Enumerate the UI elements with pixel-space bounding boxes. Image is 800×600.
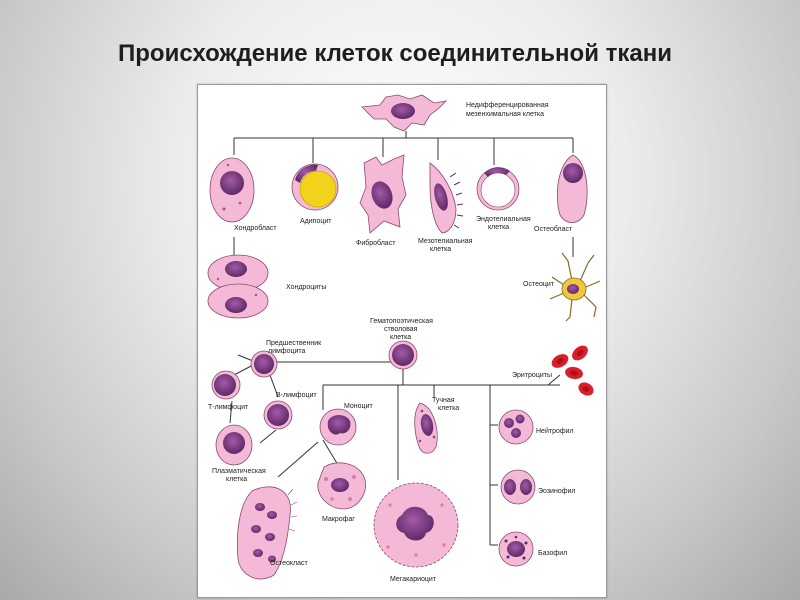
label-hematopoietic-2: стволовая — [384, 326, 418, 333]
adipocyte-cell — [291, 163, 339, 211]
osteoclast-cell — [236, 486, 298, 580]
connector-lines — [229, 131, 574, 546]
label-plasma-cell-2: клетка — [226, 476, 247, 483]
label-mesenchymal-2: мезенхимальная клетка — [466, 111, 544, 118]
label-macrophage: Макрофаг — [322, 516, 355, 523]
label-fibroblast: Фибробласт — [356, 239, 396, 247]
mast-cell — [414, 402, 438, 454]
label-eosinophil: Эозинофил — [538, 488, 575, 495]
osteocyte-cell — [549, 252, 601, 322]
label-osteoclast: Остеокласт — [270, 560, 308, 567]
megakaryocyte-cell — [373, 482, 459, 568]
eosinophil-cell — [500, 469, 536, 505]
chondrocytes-cell — [207, 254, 269, 319]
label-osteocyte: Остеоцит — [523, 281, 555, 288]
endothelial-cell — [476, 167, 520, 211]
label-endothelial: Эндотелиальная — [476, 216, 531, 223]
label-hematopoietic: Гематопоэтическая — [370, 318, 433, 325]
label-lymphoid-precursor: Предшественник — [266, 340, 322, 347]
label-t-lymphocyte: Т-лимфоцит — [208, 404, 249, 411]
label-chondroblast: Хондробласт — [234, 224, 277, 232]
label-mesothelial: Мезотелиальная — [418, 238, 473, 245]
label-mast-cell: Тучная — [432, 397, 455, 404]
label-basophil: Базофил — [538, 550, 567, 557]
slide-title: Происхождение клеток соединительной ткан… — [118, 40, 672, 67]
label-osteoblast: Остеобласт — [534, 225, 573, 233]
basophil-cell — [498, 531, 534, 567]
neutrophil-cell — [498, 409, 534, 445]
label-mast-cell-2: клетка — [438, 405, 459, 412]
erythrocytes-cell — [551, 345, 594, 396]
osteoblast-cell — [556, 154, 588, 223]
label-monocyte: Моноцит — [344, 403, 373, 410]
plasma-cell — [215, 424, 253, 466]
label-mesenchymal: Недифференцированная — [466, 102, 549, 109]
label-lymphoid-precursor-2: лимфоцита — [268, 348, 306, 355]
label-mesothelial-2: клетка — [430, 246, 451, 253]
lymphoid-precursor-cell — [250, 350, 278, 378]
mesenchymal-cell — [361, 94, 448, 132]
t-lymphocyte-cell — [211, 370, 241, 400]
cell-origin-diagram: Недифференцированная мезенхимальная клет… — [197, 84, 607, 598]
label-megakaryocyte: Мегакариоцит — [390, 576, 437, 583]
label-plasma-cell: Плазматическая — [212, 468, 266, 475]
label-hematopoietic-3: клетка — [390, 334, 411, 341]
mesothelial-cell — [429, 162, 464, 234]
label-adipocyte: Адипоцит — [300, 218, 332, 225]
label-chondrocytes: Хондроциты — [286, 284, 326, 291]
monocyte-cell — [319, 408, 357, 446]
label-b-lymphocyte: В-лимфоцит — [276, 392, 317, 399]
label-neutrophil: Нейтрофил — [536, 427, 574, 435]
label-erythrocytes: Эритроциты — [512, 372, 552, 379]
fibroblast-cell — [359, 154, 407, 234]
chondroblast-cell — [209, 157, 255, 223]
hematopoietic-stem-cell — [388, 340, 418, 370]
label-endothelial-2: клетка — [488, 224, 509, 231]
macrophage-cell — [317, 462, 366, 510]
b-lymphocyte-cell — [263, 400, 293, 430]
